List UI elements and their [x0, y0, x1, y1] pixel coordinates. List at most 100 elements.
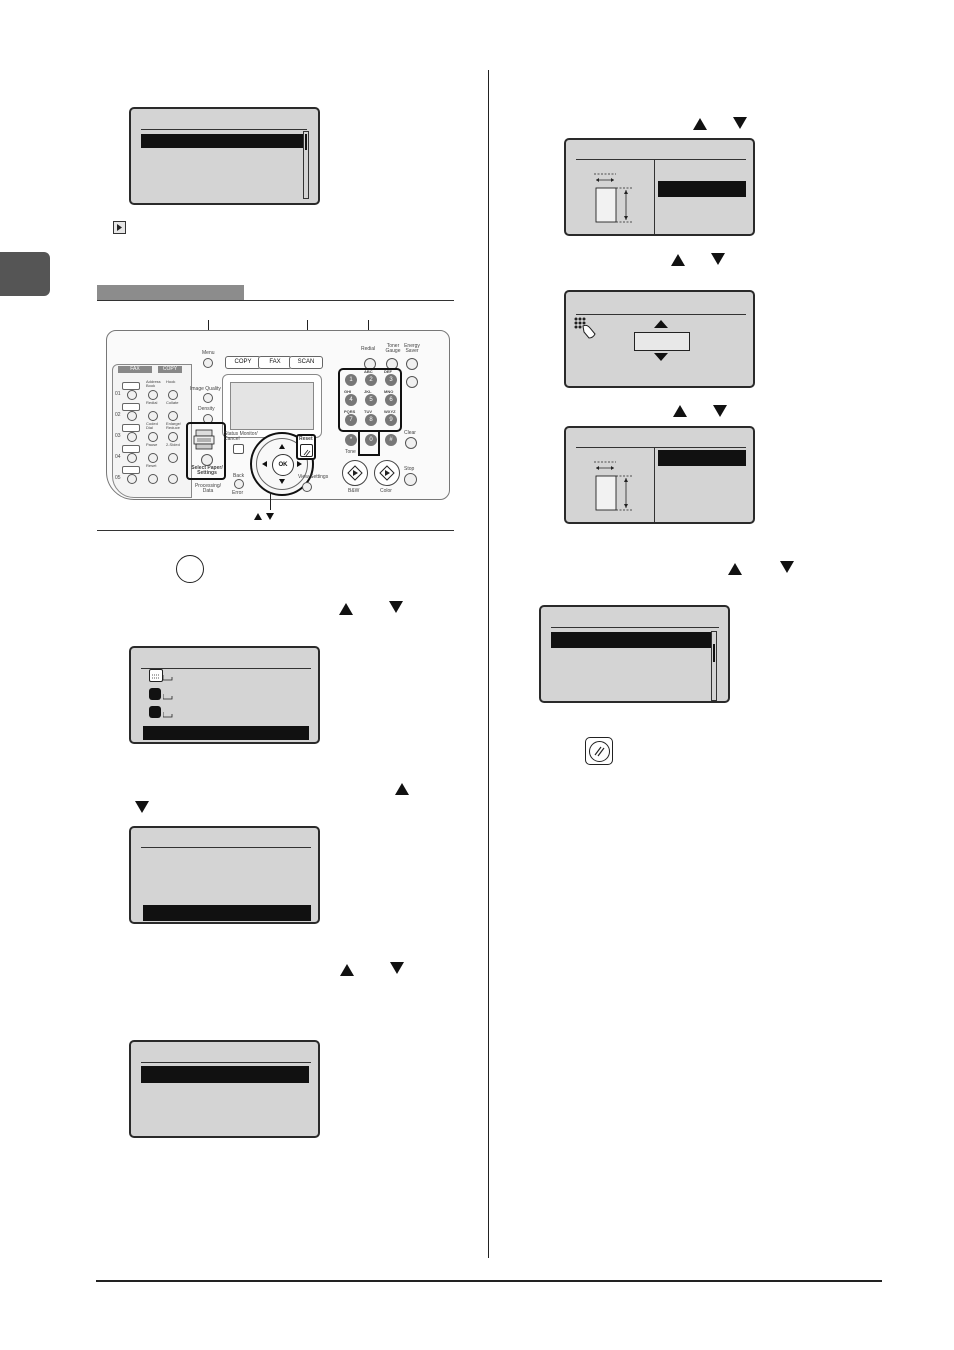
fax-function-label: 2-Sided	[166, 442, 180, 447]
speed-dial-number: 02	[115, 412, 121, 418]
keypad-letters: ABC	[364, 369, 373, 374]
start-bw-button[interactable]	[342, 460, 368, 486]
down-arrow-icon	[390, 962, 404, 974]
paper-dimension-icon	[594, 461, 632, 511]
keypad-highlight	[338, 368, 402, 432]
lcd-screen-paper-source	[129, 646, 320, 744]
reset-button[interactable]	[300, 444, 313, 457]
lcd-screen-custom-size-2	[564, 426, 755, 524]
speed-dial-button[interactable]	[127, 453, 137, 463]
keypad-key-5[interactable]: 5	[365, 394, 377, 406]
keypad-letters: WXYZ	[384, 409, 396, 414]
mode-button-copy[interactable]: COPY	[225, 356, 261, 369]
speed-dial-key[interactable]	[122, 466, 140, 474]
fax-function-button[interactable]	[168, 432, 178, 442]
clear-button[interactable]	[405, 437, 417, 449]
keypad-key-7[interactable]: 7	[345, 414, 357, 426]
up-arrow-icon	[693, 118, 707, 130]
reset-key-icon	[585, 737, 613, 765]
keypad-key-4[interactable]: 4	[345, 394, 357, 406]
selected-row	[658, 450, 746, 466]
label-reset: Reset	[299, 436, 313, 442]
multipurpose-tray-icon	[149, 669, 163, 682]
fax-function-button[interactable]	[148, 411, 158, 421]
label-redial: Redial	[361, 346, 376, 352]
up-arrow-icon	[340, 964, 354, 976]
label-energy-saver: Energy Saver	[404, 343, 420, 354]
keypad-key-6[interactable]: 6	[385, 394, 397, 406]
speed-dial-key[interactable]	[122, 382, 140, 390]
speed-dial-number: 01	[115, 391, 121, 397]
start-color-button[interactable]	[374, 460, 400, 486]
speed-dial-key[interactable]	[122, 445, 140, 453]
keypad-key-star[interactable]: *	[345, 434, 357, 446]
mode-button-fax[interactable]: FAX	[258, 356, 292, 369]
view-settings-button[interactable]	[302, 482, 312, 492]
energy-saver-button[interactable]	[406, 358, 418, 370]
label-stop: Stop	[404, 466, 415, 472]
fax-function-button[interactable]	[168, 390, 178, 400]
speed-dial-button[interactable]	[127, 432, 137, 442]
menu-button[interactable]	[203, 358, 213, 368]
back-button[interactable]	[234, 479, 244, 489]
fax-function-label: Hook	[166, 379, 176, 384]
image-quality-button[interactable]	[203, 393, 213, 403]
speed-dial-key[interactable]	[122, 424, 140, 432]
label-view-settings: View Settings	[298, 474, 329, 480]
scrollbar	[711, 631, 717, 701]
keypad-hand-icon	[574, 317, 596, 339]
ok-button[interactable]: OK	[272, 454, 294, 476]
paper-size-icon	[163, 694, 173, 700]
fax-function-label: Pause	[146, 442, 158, 447]
label-tone: Tone	[345, 449, 356, 455]
chapter-tab	[0, 252, 50, 296]
speed-dial-key[interactable]	[122, 403, 140, 411]
fax-function-button[interactable]	[168, 411, 178, 421]
fax-function-button[interactable]	[168, 453, 178, 463]
keypad-key-0[interactable]: 0	[365, 434, 377, 446]
fax-function-button[interactable]	[148, 474, 158, 484]
speed-dial-button[interactable]	[127, 474, 137, 484]
extra-button[interactable]	[406, 376, 418, 388]
mode-button-scan[interactable]: SCAN	[289, 356, 323, 369]
fax-function-button[interactable]	[148, 432, 158, 442]
label-color: Color	[380, 488, 392, 494]
selected-row	[551, 632, 711, 648]
lcd-screen-paper-type	[539, 605, 730, 703]
label-toner-gauge: Toner Gauge	[385, 343, 401, 354]
label-image-quality: Image Quality	[190, 386, 221, 392]
lcd-screen-size-list	[129, 1040, 320, 1138]
selected-row	[143, 726, 309, 740]
speed-dial-button[interactable]	[127, 390, 137, 400]
fax-function-button[interactable]	[168, 474, 178, 484]
selected-row	[141, 134, 303, 148]
status-monitor-button[interactable]	[233, 444, 244, 454]
fax-function-button[interactable]	[148, 390, 158, 400]
label-menu: Menu	[202, 350, 215, 356]
keypad-key-hash[interactable]: #	[385, 434, 397, 446]
label-back: Back	[233, 473, 245, 479]
keypad-key-8[interactable]: 8	[365, 414, 377, 426]
lcd-split-line	[654, 159, 655, 234]
keypad-key-3[interactable]: 3	[385, 374, 397, 386]
keypad-letters: PQRS	[344, 409, 356, 414]
fax-function-label: Collate	[166, 400, 179, 405]
navigation-ring-inner	[256, 438, 308, 490]
panel-bottom-rule	[97, 530, 454, 531]
lcd-split-line	[654, 447, 655, 522]
label-bw: B&W	[348, 488, 360, 494]
lcd-screen-paper-settings	[129, 826, 320, 924]
fax-function-button[interactable]	[148, 453, 158, 463]
label-error: Error	[232, 490, 244, 496]
keypad-key-9[interactable]: 9	[385, 414, 397, 426]
printer-icon	[193, 428, 217, 450]
lcd-screen-value-input	[564, 290, 755, 388]
select-paper-button[interactable]	[201, 454, 213, 466]
up-arrow-icon	[673, 405, 687, 417]
speed-dial-button[interactable]	[127, 411, 137, 421]
stop-button[interactable]	[404, 473, 417, 486]
nav-arrows-icon	[262, 444, 302, 484]
decrement-down-icon	[654, 353, 668, 361]
keypad-key-2[interactable]: 2	[365, 374, 377, 386]
keypad-key-1[interactable]: 1	[345, 374, 357, 386]
